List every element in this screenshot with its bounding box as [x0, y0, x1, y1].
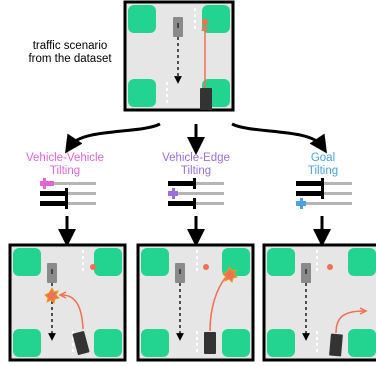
tilting-subtitle: Tilting	[307, 165, 339, 177]
goal-dot-icon	[90, 264, 96, 270]
goal-dot-icon	[203, 264, 209, 270]
tilting-title: Vehicle-Edge	[162, 152, 230, 164]
label-vehicle-vehicle-tilting: Vehicle-Vehicle Tilting	[10, 152, 120, 178]
collision-burst-icon	[44, 286, 60, 304]
scene-vehicle-vehicle	[8, 243, 127, 362]
goal-dot-icon	[327, 264, 333, 270]
scene-dataset	[123, 0, 235, 112]
slider-icon-vehicle-edge	[168, 178, 224, 209]
grass-corners	[128, 5, 230, 107]
collision-burst-icon	[222, 265, 238, 283]
tilting-title: Vehicle-Vehicle	[26, 152, 104, 164]
tilting-subtitle: Tilting	[180, 165, 212, 177]
tilting-title: Goal	[310, 152, 336, 164]
scenario-caption: traffic scenario from the dataset	[18, 40, 122, 66]
vehicle-ego	[200, 88, 212, 110]
scene-vehicle-edge	[136, 243, 255, 362]
slider-accent	[40, 181, 54, 186]
scene-goal	[262, 243, 376, 362]
scenario-caption-line1: traffic scenario	[32, 40, 108, 52]
scenario-caption-line2: from the dataset	[28, 53, 112, 65]
tilting-subtitle: Tilting	[49, 165, 81, 177]
slider-icon-goal	[296, 178, 352, 209]
label-goal-tilting: Goal Tilting	[268, 152, 376, 178]
down-arrows	[58, 216, 331, 247]
slider-icon-vehicle-vehicle	[40, 178, 96, 209]
crosswalk-dashes	[166, 8, 196, 103]
goal-dot-icon	[202, 19, 208, 25]
branch-arrows	[64, 122, 328, 155]
label-vehicle-edge-tilting: Vehicle-Edge Tilting	[141, 152, 251, 178]
